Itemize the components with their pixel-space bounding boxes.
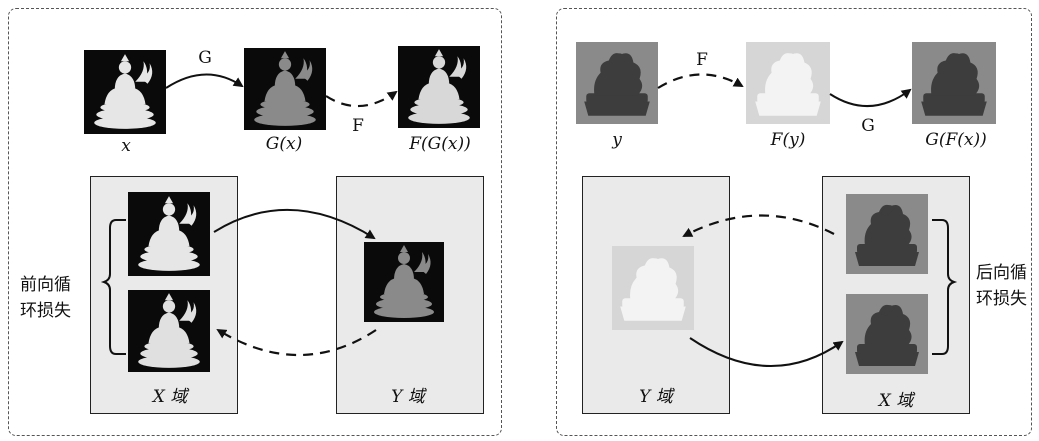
- arrow-g-solid: [165, 73, 244, 89]
- arrow-y-to-x-right: [689, 337, 844, 367]
- image-y: [576, 42, 658, 124]
- arrow-g-solid-right: [829, 88, 912, 107]
- caption-g-of-x: G(x): [265, 134, 303, 154]
- arrow-g-label: G: [198, 48, 212, 68]
- image-x-domain-right-1: [846, 194, 928, 274]
- caption-y: y: [612, 130, 622, 150]
- arrow-y-to-x-dashed: [216, 328, 377, 357]
- left-brace: [100, 219, 126, 355]
- right-y-domain-label: Y 域: [639, 387, 673, 407]
- left-panel: [8, 8, 502, 436]
- forward-cycle-loss-line1: 前向循: [20, 275, 71, 295]
- image-x-domain-right-2: [846, 294, 928, 374]
- arrow-g-label-right: G: [861, 116, 875, 136]
- arrow-f-label-right: F: [696, 50, 708, 70]
- image-x-domain-1: [128, 192, 210, 276]
- caption-x: x: [121, 136, 131, 156]
- image-x: [84, 50, 166, 134]
- arrow-f-dashed: [325, 90, 398, 108]
- image-y-domain-translated-right: [612, 246, 694, 330]
- caption-g-of-f-of-x: G(F(x)): [925, 130, 987, 150]
- backward-cycle-loss-label: 后向循 环损失: [976, 260, 1039, 312]
- caption-f-of-y: F(y): [770, 130, 806, 150]
- caption-f-of-g-of-x: F(G(x)): [409, 134, 471, 154]
- image-y-domain-translated: [364, 242, 444, 322]
- arrow-x-to-y-dashed-right: [682, 214, 835, 237]
- arrow-x-to-y: [213, 209, 376, 240]
- image-x-domain-2: [128, 290, 210, 372]
- image-g-of-f-of-x: [912, 42, 996, 124]
- right-brace: [932, 219, 958, 355]
- forward-cycle-loss-line2: 环损失: [20, 301, 71, 321]
- right-x-domain-label: X 域: [878, 391, 914, 411]
- backward-cycle-loss-line2: 环损失: [976, 289, 1027, 309]
- arrow-f-dashed-right: [657, 73, 744, 89]
- right-panel: [556, 8, 1032, 436]
- left-x-domain-label: X 域: [152, 387, 188, 407]
- backward-cycle-loss-line1: 后向循: [976, 263, 1027, 283]
- left-y-domain-label: Y 域: [391, 387, 425, 407]
- arrow-f-label: F: [352, 116, 364, 136]
- image-f-of-g-of-x: [398, 46, 480, 128]
- image-f-of-y: [746, 42, 830, 124]
- forward-cycle-loss-label: 前向循 环损失: [20, 272, 90, 324]
- image-g-of-x: [244, 48, 326, 130]
